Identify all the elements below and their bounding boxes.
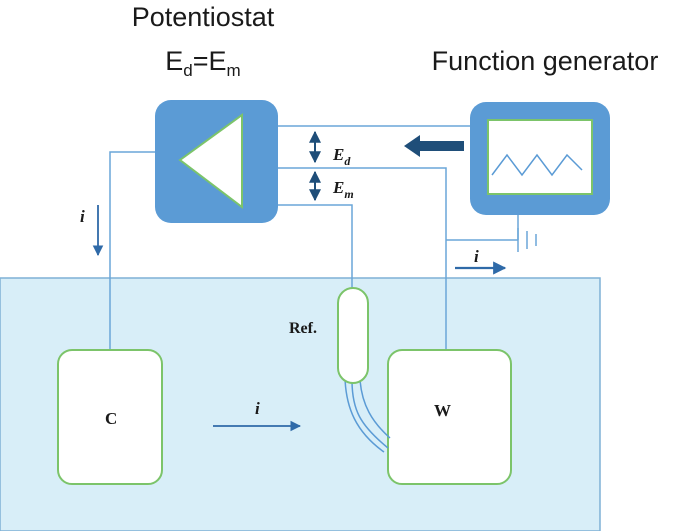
ground-icon (517, 228, 537, 252)
counter-electrode (57, 349, 163, 485)
title-labels: Potentiostat Ed=Em Function generator (132, 2, 659, 80)
reference-label: Ref. (289, 320, 317, 337)
eq-sub-m: m (227, 61, 241, 80)
em-sub: m (344, 187, 353, 201)
triangle-amplifier-icon (178, 113, 243, 210)
eq-e2: =E (193, 46, 227, 76)
wire-reference (278, 204, 353, 290)
function-generator-title: Function generator (432, 46, 659, 76)
signal-arrow-icon (404, 135, 464, 157)
reference-electrode (337, 287, 391, 453)
ed-label: Ed (332, 145, 351, 168)
function-generator-screen (487, 119, 593, 195)
ed-sub: d (344, 154, 351, 168)
em-main: E (332, 178, 344, 197)
current-label-right: i (474, 247, 479, 266)
potentiostat-title: Potentiostat (132, 2, 275, 32)
diagram-labels: Ed Em i i i Ref. C W (80, 145, 479, 428)
wire-working (278, 167, 447, 350)
potentiostat-equation: Ed=Em (165, 46, 240, 80)
wires (109, 125, 519, 350)
working-electrode (387, 349, 512, 485)
wire-counter (109, 151, 155, 350)
ed-main: E (332, 145, 344, 164)
eq-e1: E (165, 46, 183, 76)
em-label: Em (332, 178, 354, 201)
current-label-bath: i (255, 399, 260, 418)
eq-sub-d: d (183, 61, 192, 80)
triangle-wave-icon (491, 153, 583, 177)
counter-label: C (105, 409, 117, 428)
working-label: W (434, 401, 451, 420)
current-label-left: i (80, 207, 85, 226)
